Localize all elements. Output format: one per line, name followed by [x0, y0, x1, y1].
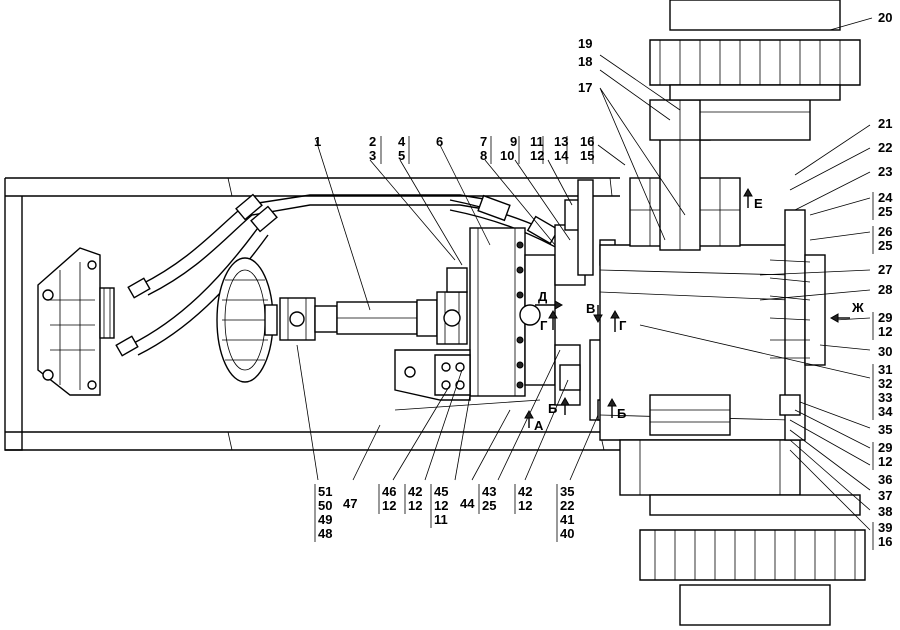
callout-1: 1 [314, 134, 321, 149]
callout-45: 45 [434, 484, 448, 499]
callout-33: 33 [878, 390, 892, 405]
callout-50: 50 [318, 498, 332, 513]
callout-27: 27 [878, 262, 892, 277]
callout-14: 14 [554, 148, 569, 163]
top-callouts: 1 2 3 4 5 6 7 8 9 10 11 12 13 14 16 15 1… [314, 10, 892, 164]
callout-3: 3 [369, 148, 376, 163]
callout-11: 11 [530, 134, 544, 149]
callout-12b: 12 [878, 454, 892, 469]
callout-19: 19 [578, 36, 592, 51]
mark-g2: Г [619, 318, 627, 333]
callout-28: 28 [878, 282, 892, 297]
callout-12a: 12 [878, 324, 892, 339]
callout-43: 43 [482, 484, 496, 499]
callout-16: 16 [580, 134, 594, 149]
right-callouts: 21 22 23 24 25 26 25 27 28 29 12 30 31 3… [872, 116, 893, 550]
callout-12-b1: 12 [382, 498, 396, 513]
mark-b2: Б [617, 406, 626, 421]
cardan-shaft [279, 267, 468, 345]
callout-25b: 25 [878, 238, 892, 253]
callout-44: 44 [460, 496, 475, 511]
callout-2: 2 [369, 134, 376, 149]
callout-26: 26 [878, 224, 892, 239]
callout-22: 22 [878, 140, 892, 155]
bottom-wheel [639, 494, 866, 626]
mark-g1: Г [540, 318, 548, 333]
callout-15: 15 [580, 148, 594, 163]
callout-24: 24 [878, 190, 893, 205]
callout-46: 46 [382, 484, 396, 499]
callout-12-b4: 12 [518, 498, 532, 513]
callout-16b: 16 [878, 534, 892, 549]
callout-5: 5 [398, 148, 405, 163]
callout-25-b: 25 [482, 498, 496, 513]
callout-40: 40 [560, 526, 574, 541]
mark-v: В [586, 301, 595, 316]
callout-8: 8 [480, 148, 487, 163]
callout-13: 13 [554, 134, 568, 149]
callout-21: 21 [878, 116, 892, 131]
leader-lines [296, 17, 873, 531]
bottom-callouts: 47 51 50 49 48 46 12 42 12 45 12 11 44 4… [314, 484, 574, 542]
callout-35-b: 35 [560, 484, 574, 499]
callout-31: 31 [878, 362, 892, 377]
callout-12-b2: 12 [408, 498, 422, 513]
callout-42-b1: 42 [408, 484, 422, 499]
flywheel-disc [216, 257, 278, 383]
callout-36: 36 [878, 472, 892, 487]
rear-axle-housing [599, 177, 826, 496]
hydraulic-hoses [115, 193, 576, 357]
callout-4: 4 [398, 134, 406, 149]
callout-47: 47 [343, 496, 357, 511]
callout-18: 18 [578, 54, 592, 69]
callout-39: 39 [878, 520, 892, 535]
mark-a: А [534, 418, 544, 433]
section-arrows [524, 187, 850, 428]
mark-d: Д [538, 289, 548, 304]
top-wheel [649, 0, 861, 101]
transfer-gearbox [394, 227, 556, 401]
callout-10: 10 [500, 148, 514, 163]
callout-22-b: 22 [560, 498, 574, 513]
callout-23: 23 [878, 164, 892, 179]
callout-38: 38 [878, 504, 892, 519]
mark-e: Е [754, 196, 763, 211]
callout-42-b2: 42 [518, 484, 532, 499]
callout-12-b3: 12 [434, 498, 448, 513]
callout-20: 20 [878, 10, 892, 25]
callout-29a: 29 [878, 310, 892, 325]
callout-32: 32 [878, 376, 892, 391]
view-marks: Д Г В Г А Б Б Е Ж [534, 196, 864, 433]
callout-51: 51 [318, 484, 332, 499]
callout-48: 48 [318, 526, 332, 541]
callout-25a: 25 [878, 204, 892, 219]
callout-17: 17 [578, 80, 592, 95]
callout-49: 49 [318, 512, 332, 527]
left-pump-unit [37, 247, 115, 396]
callout-29b: 29 [878, 440, 892, 455]
callout-7: 7 [480, 134, 487, 149]
callout-12: 12 [530, 148, 544, 163]
frame-rails [4, 177, 640, 451]
callout-9: 9 [510, 134, 517, 149]
callout-11-b: 11 [434, 512, 448, 527]
callout-30: 30 [878, 344, 892, 359]
callout-6: 6 [436, 134, 443, 149]
callout-41: 41 [560, 512, 574, 527]
callout-34: 34 [878, 404, 893, 419]
mark-b1: Б [548, 401, 557, 416]
mark-zh: Ж [851, 300, 864, 315]
callout-35-right: 35 [878, 422, 892, 437]
callout-37: 37 [878, 488, 892, 503]
